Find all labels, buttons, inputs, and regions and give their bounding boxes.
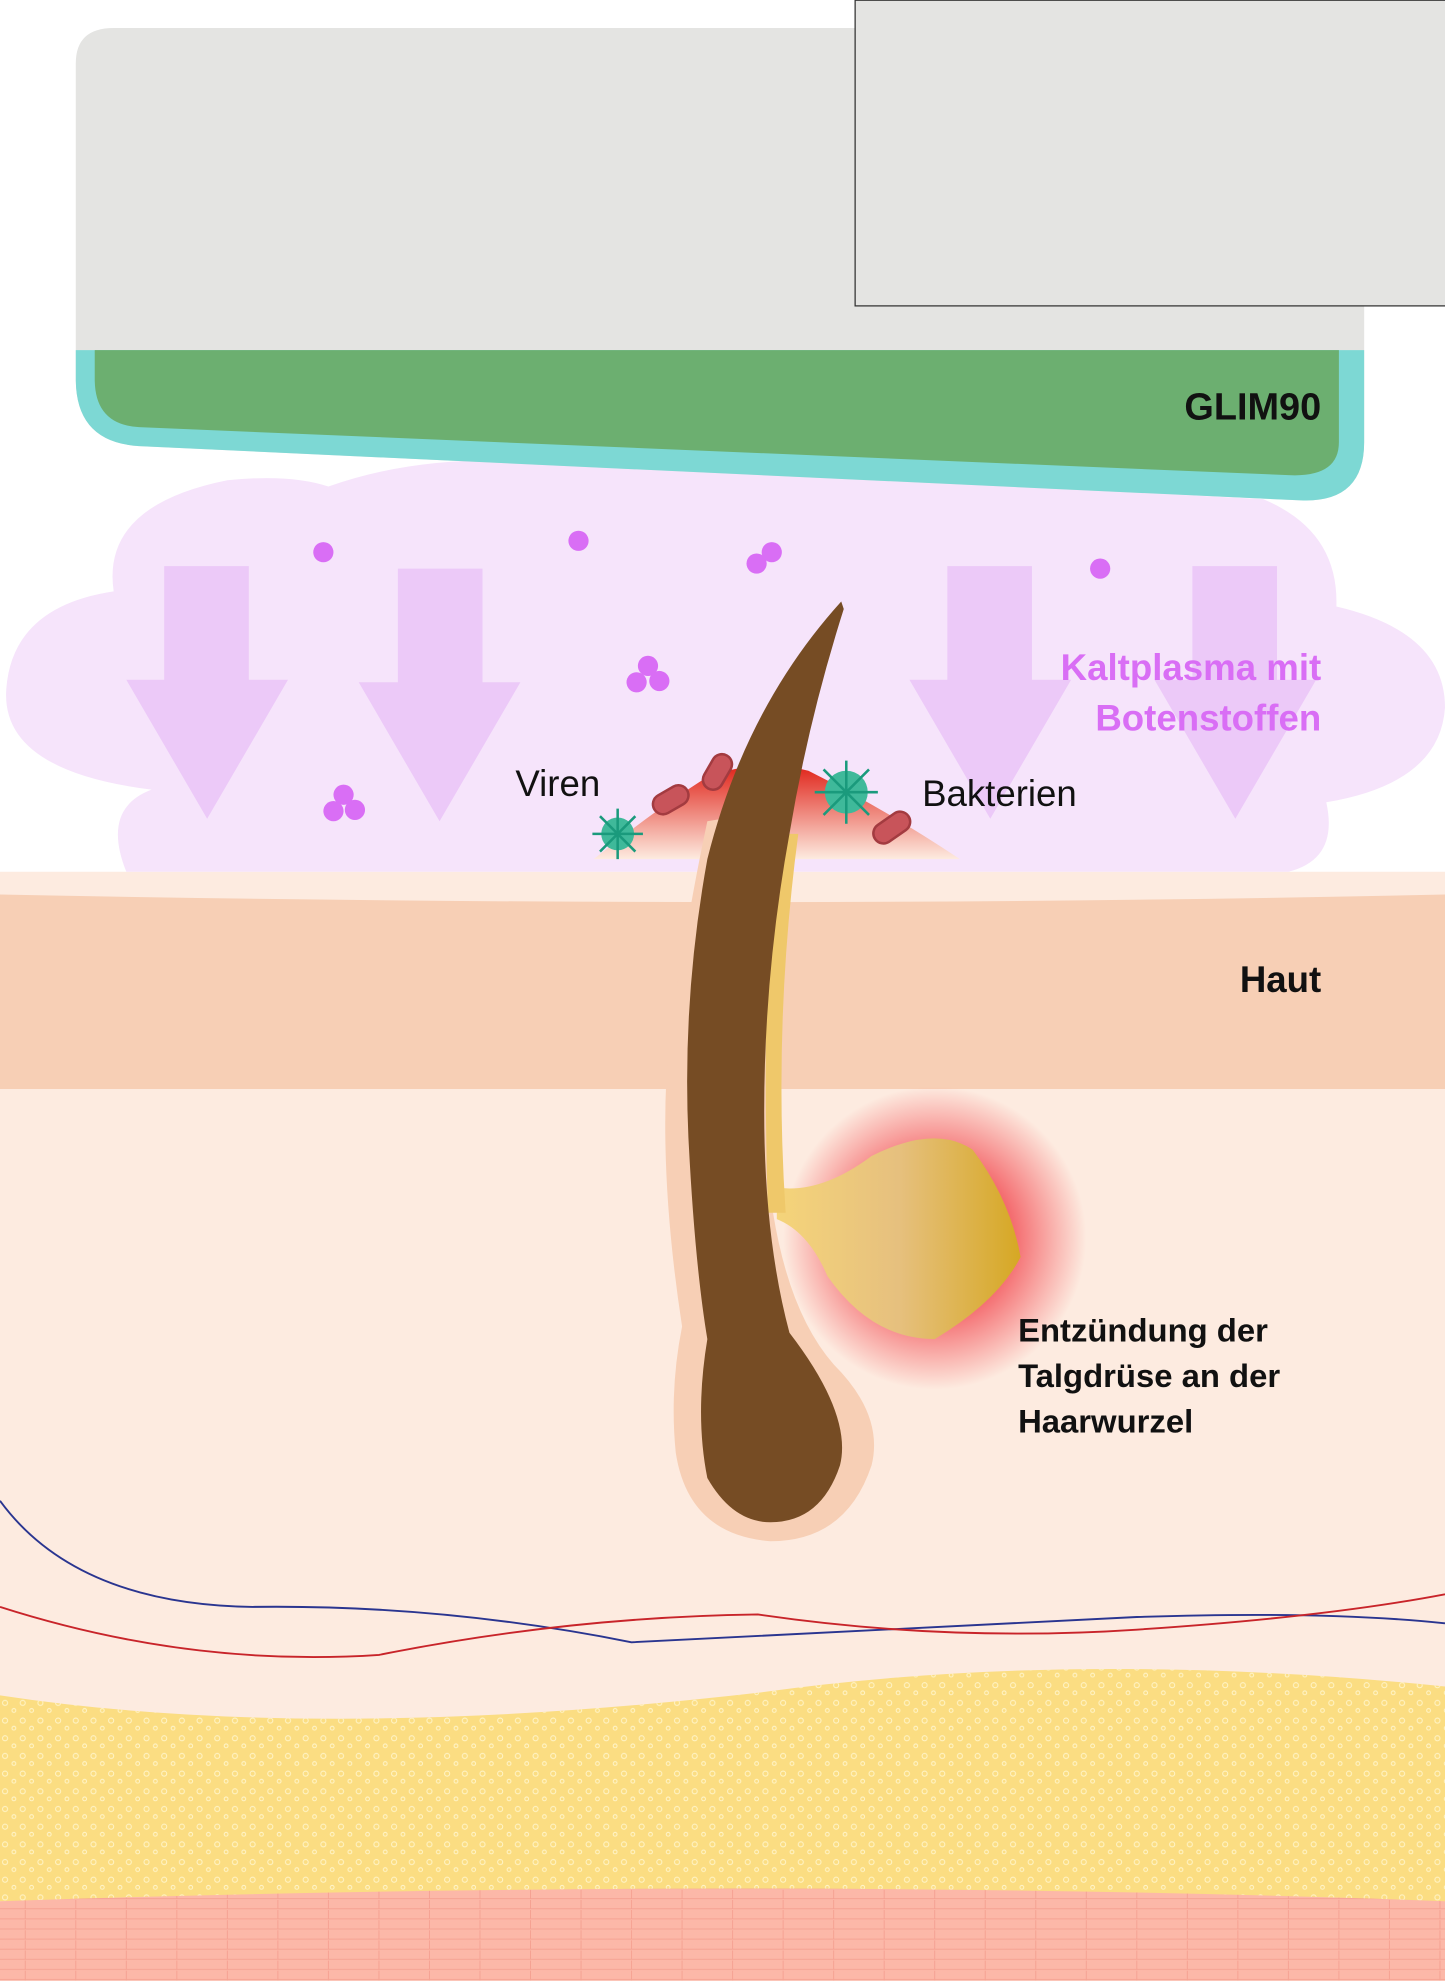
- arrow-down-icon: [909, 566, 1072, 819]
- overlay-box: [854, 0, 1445, 307]
- vein-line: [0, 1500, 1445, 1644]
- plasma-label-line1: Kaltplasma mit: [1061, 647, 1322, 688]
- arrow-down-icon: [126, 566, 288, 819]
- virus-icon: [814, 760, 878, 824]
- inflammation-label-line2: Talgdrüse an der: [1018, 1357, 1280, 1394]
- bacterium-icon: [701, 752, 734, 792]
- arrow-down-icon: [1154, 566, 1317, 819]
- hair-shaft: [687, 601, 844, 1523]
- bacteria-label: Bakterien: [922, 773, 1077, 814]
- bacteria-group: [651, 752, 912, 845]
- arrow-down-icon: [358, 568, 521, 822]
- viruses-label: Viren: [515, 763, 600, 804]
- bacterium-icon: [872, 810, 912, 845]
- artery-line: [0, 1593, 1445, 1658]
- plasma-cloud: [6, 460, 1445, 872]
- skin-label: Haut: [1240, 959, 1321, 1000]
- plasma-arrows: [126, 566, 1317, 822]
- inflammation-label-line1: Entzündung der: [1018, 1312, 1268, 1349]
- sebaceous-gland: [776, 1138, 1021, 1340]
- bacterium-icon: [651, 783, 690, 816]
- plasma-particles: [313, 530, 1111, 822]
- device-label: GLIM90: [1184, 387, 1321, 429]
- plasma-label-line2: Botenstoffen: [1095, 697, 1321, 738]
- device-plate: [94, 350, 1339, 476]
- virus-icon: [592, 808, 643, 860]
- virus-group: [592, 760, 878, 860]
- inflammation-label-line3: Haarwurzel: [1018, 1403, 1193, 1440]
